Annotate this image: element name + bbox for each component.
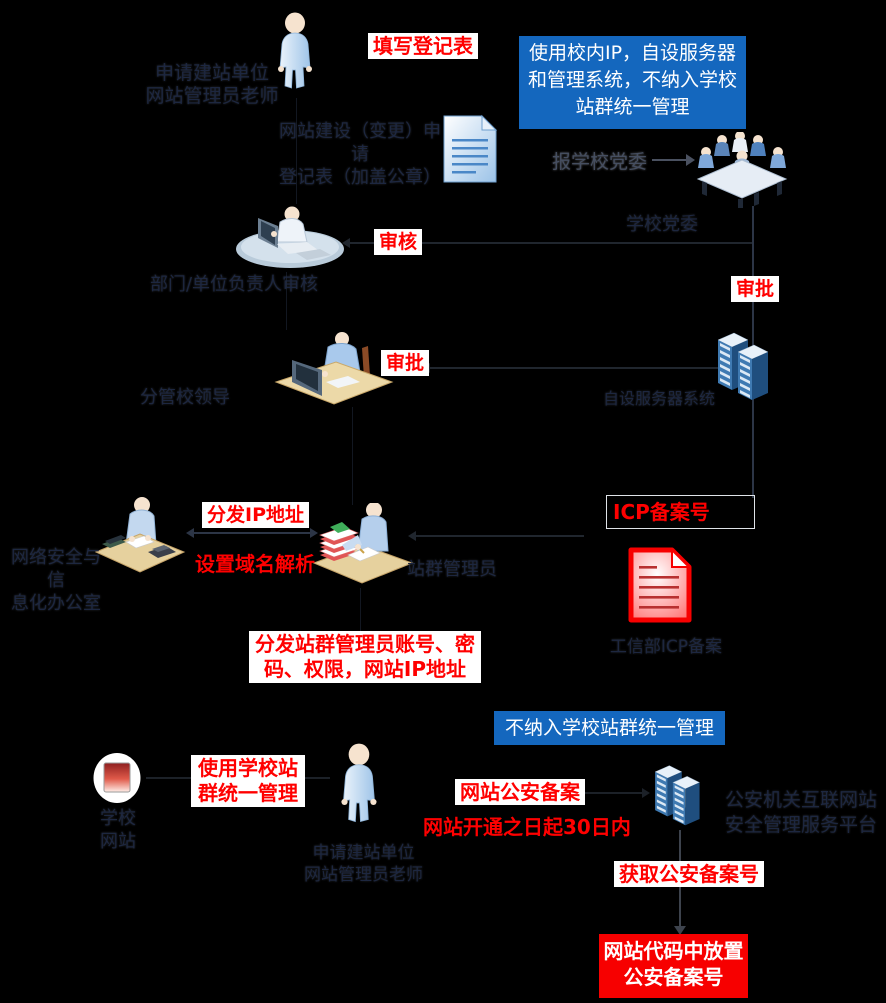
connector-police-row: [580, 792, 644, 794]
icp-doc-label: 工信部ICP备案: [609, 637, 723, 657]
cluster-admin-label: 站群管理员: [407, 559, 497, 580]
approve-right-tag: 审批: [731, 276, 780, 302]
applicant-person-icon: [265, 12, 327, 104]
distribute-ip-tag: 分发IP地址: [202, 502, 309, 528]
review-tag: 审核: [374, 229, 423, 255]
school-site-label: 学校 网站: [100, 808, 136, 852]
get-police-number-tag: 获取公安备案号: [614, 861, 764, 887]
office-desk-clerk-icon: [92, 496, 188, 582]
arrowhead-right-icon: [310, 528, 318, 538]
registration-form-document-icon: [438, 112, 500, 190]
distribute-account-tag: 分发站群管理员账号、密 码、权限，网站IP地址: [249, 631, 481, 683]
report-committee-label: 报学校党委: [552, 151, 648, 173]
arrowhead-left-icon: [186, 528, 194, 538]
party-committee-label: 学校党委: [626, 214, 698, 235]
police-platform-label: 公安机关互联网站 安全管理服务平台: [724, 789, 877, 836]
place-code-callout: 网站代码中放置 公安备案号: [599, 934, 748, 998]
arrowhead-left-icon: [342, 238, 350, 248]
police-server-rack-icon: [648, 760, 712, 834]
not-in-cluster-callout: 不纳入学校站群统一管理: [494, 711, 725, 745]
connector-stack-down: [360, 588, 361, 631]
school-leader-label: 分管校领导: [140, 387, 230, 408]
arrowhead-right-icon: [686, 154, 695, 166]
within-30-days-label: 网站开通之日起30日内: [423, 815, 631, 839]
self-server-label: 自设服务器系统: [602, 389, 715, 408]
connector-dns-row: [194, 532, 312, 534]
police-filing-tag: 网站公安备案: [455, 779, 585, 805]
school-website-icon: [93, 752, 142, 808]
server-rack-icon: [710, 330, 782, 406]
connector-review-row: [350, 242, 752, 244]
connector-top-vertical: [296, 98, 297, 204]
icp-document-icon: [625, 546, 695, 628]
fill-form-tag: 填写登记表: [368, 33, 478, 59]
form-note-label: 网站建设（变更）申请 登记表（加盖公章）: [279, 121, 441, 188]
arrowhead-down-icon: [674, 926, 686, 935]
applicant-bottom-label: 申请建站单位 网站管理员老师: [304, 843, 423, 885]
connector-stack-row: [416, 535, 584, 537]
dept-head-label: 部门/单位负责人审核: [149, 274, 319, 295]
icp-number-tag: ICP备案号: [606, 495, 755, 529]
desktop-approver-icon: [270, 330, 398, 412]
applicant-person-icon: [328, 741, 392, 840]
set-dns-label: 设置域名解析: [195, 552, 315, 576]
approve-mid-tag: 审批: [381, 350, 430, 376]
applicant-top-label: 申请建站单位 网站管理员老师: [145, 62, 279, 107]
arrowhead-left-icon: [408, 531, 416, 541]
net-office-label: 网络安全与信 息化办公室: [11, 547, 101, 614]
arrowhead-right-icon: [642, 788, 650, 798]
use-cluster-tag: 使用学校站 群统一管理: [191, 755, 305, 807]
connector-mid-vertical: [286, 272, 287, 330]
connector-report-arrow: [652, 159, 686, 161]
laptop-reviewer-icon: [228, 204, 346, 274]
connector-approve-row: [430, 367, 752, 369]
self-hosted-callout: 使用校内IP，自设服务器 和管理系统，不纳入学校 站群统一管理: [519, 36, 746, 129]
connector-low-vertical: [352, 407, 353, 505]
paper-stack-clerk-icon: [312, 502, 414, 591]
committee-meeting-icon: [692, 131, 792, 212]
